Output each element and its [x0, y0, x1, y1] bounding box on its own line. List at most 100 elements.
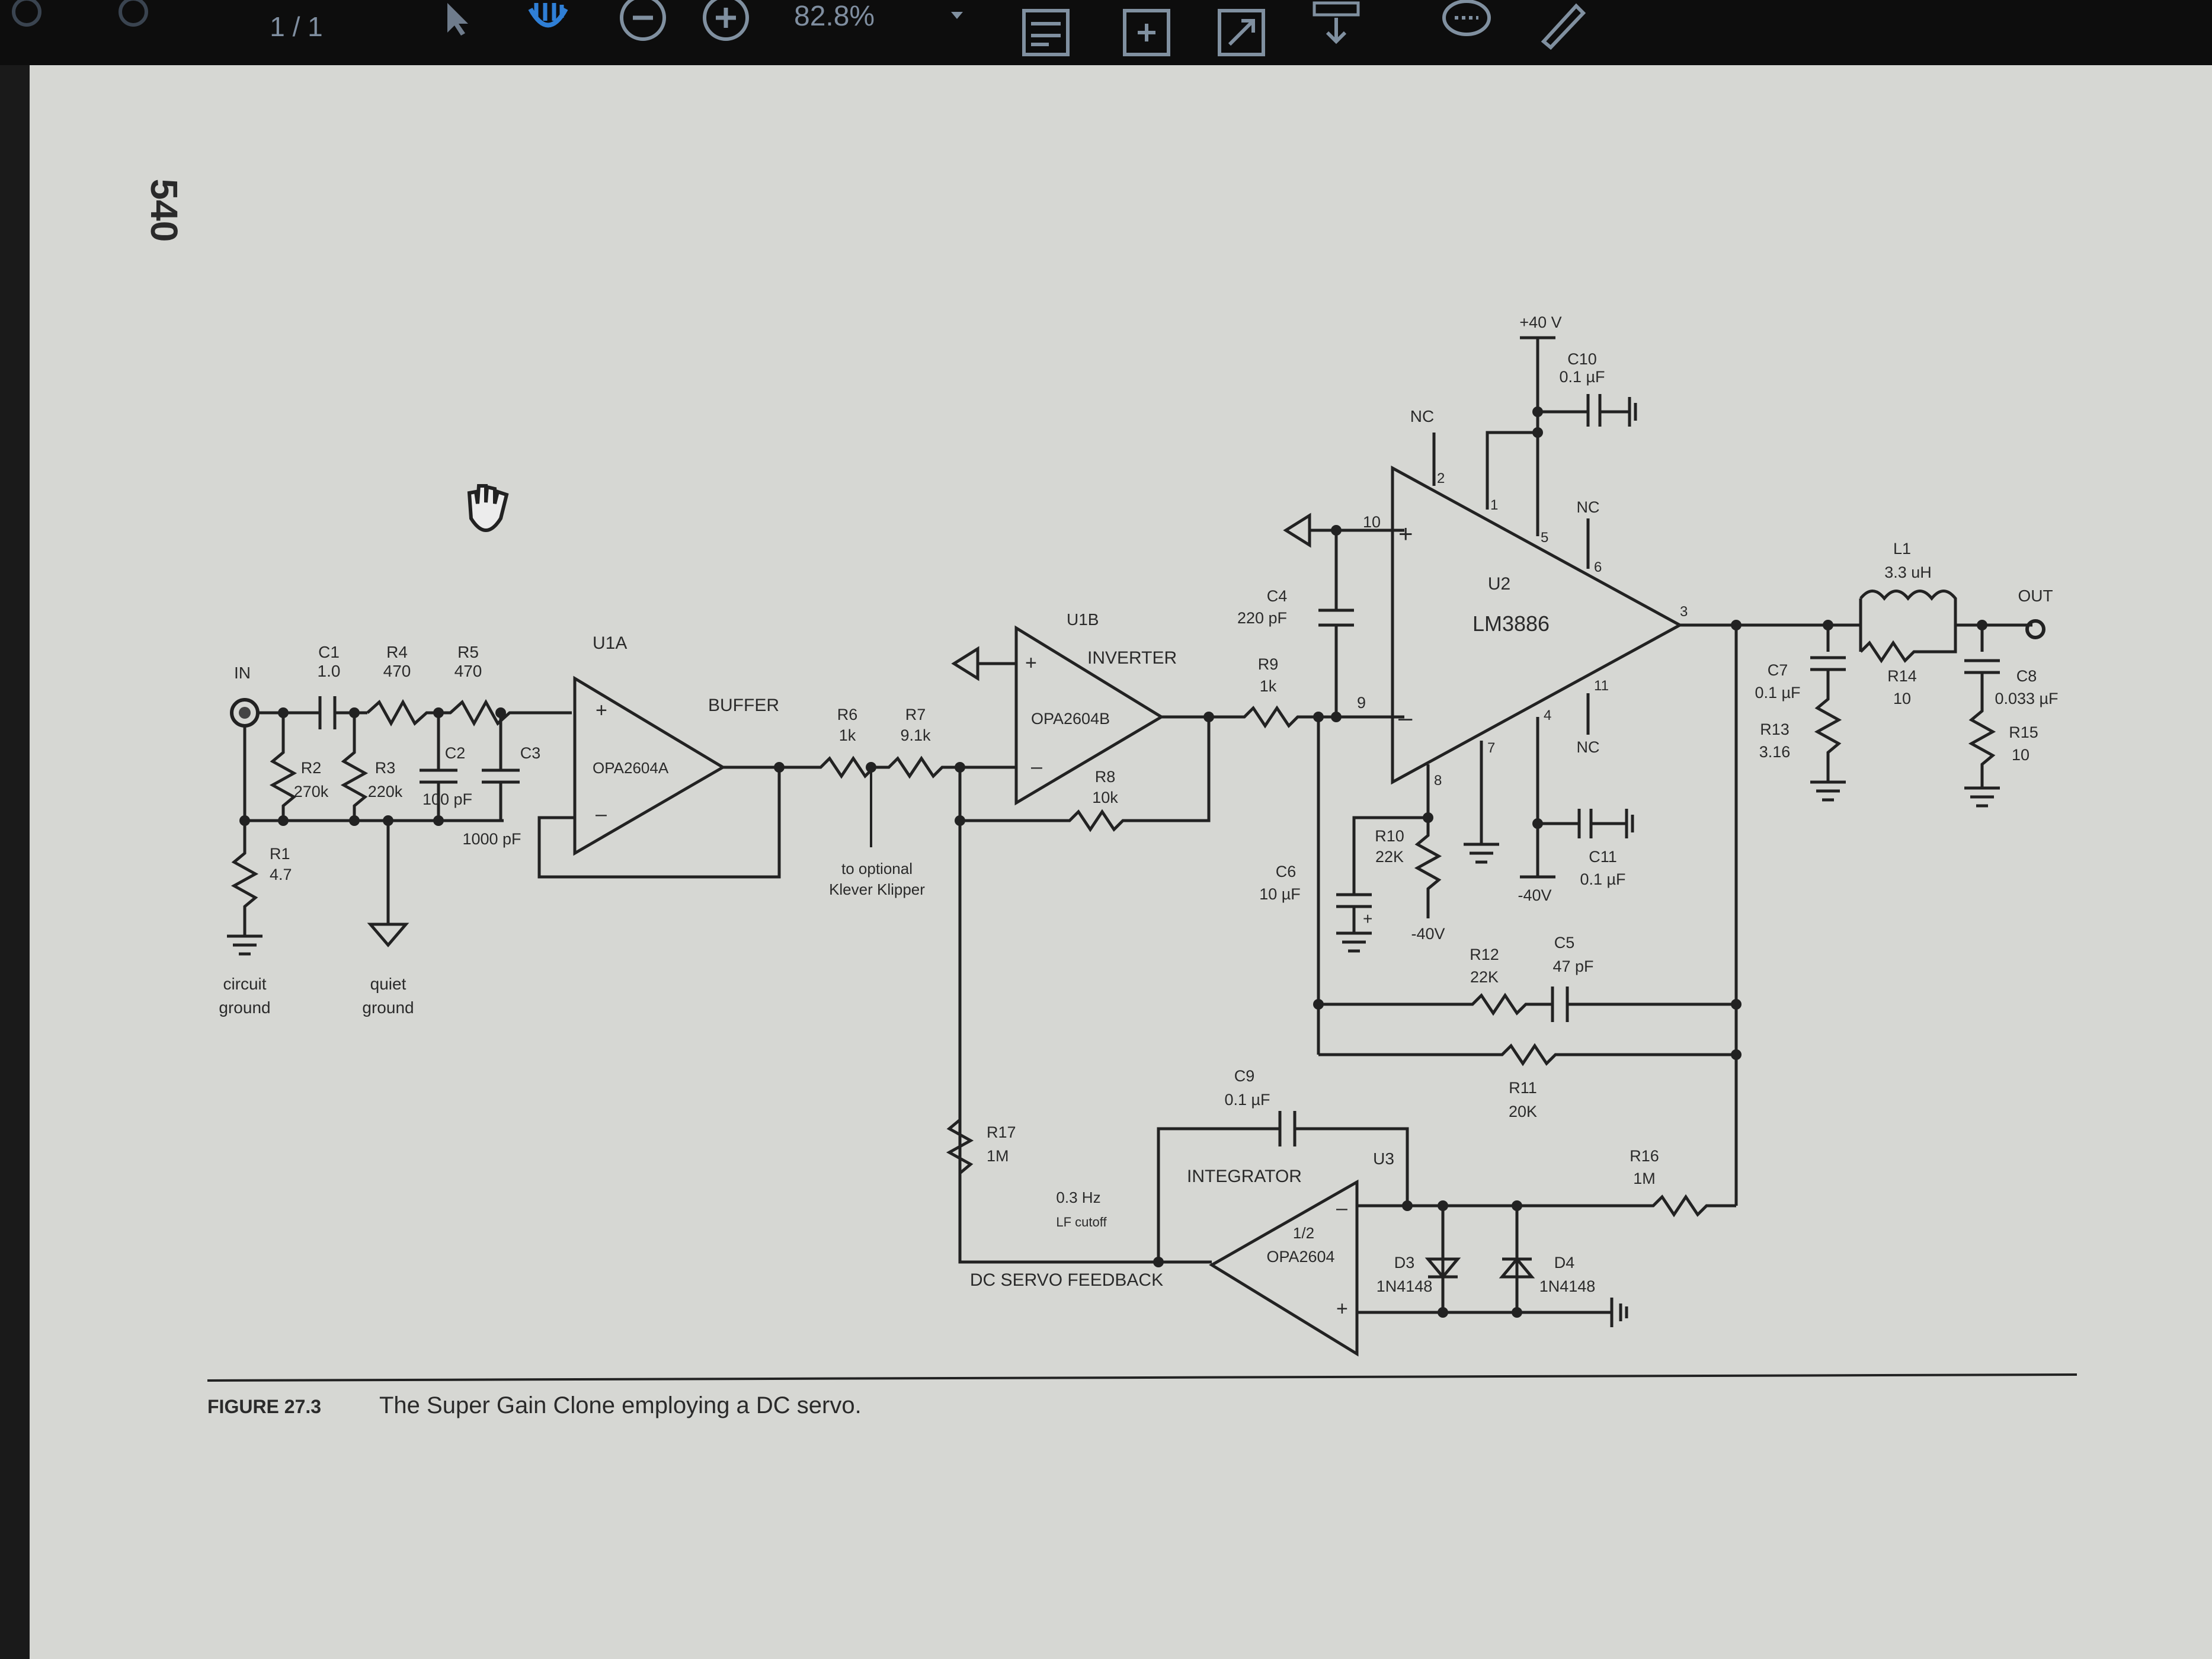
c8-value: 0.033 µF: [1995, 690, 2058, 707]
l1-label: L1: [1893, 540, 1911, 558]
r17-value: 1M: [987, 1147, 1009, 1165]
page-indicator[interactable]: 1 / 1: [270, 11, 323, 42]
c1-value: 1.0: [318, 662, 341, 680]
page-thumb-icon[interactable]: [107, 0, 160, 53]
c6-symbol: [1336, 871, 1372, 953]
r9-value: 1k: [1260, 677, 1277, 695]
pin-11: 11: [1594, 678, 1609, 694]
u1a-part: OPA2604A: [593, 759, 669, 777]
u3-part: 1/2: [1293, 1224, 1314, 1242]
pin7-ground-symbol: [1464, 741, 1499, 864]
r16-symbol: [1357, 1194, 1736, 1218]
pin-5: 5: [1541, 530, 1548, 546]
r11-value: 20K: [1509, 1103, 1537, 1120]
c5-label: C5: [1554, 934, 1575, 952]
fit-page-icon[interactable]: [1019, 6, 1073, 59]
c3-label: C3: [520, 744, 541, 762]
quiet-ground-label-2: ground: [362, 998, 414, 1017]
u1b-opamp: [1014, 625, 1164, 806]
minus40-label-c11: -40V: [1518, 886, 1551, 904]
sidebar-toggle-icon[interactable]: [0, 0, 53, 53]
c2-symbol: [420, 713, 457, 821]
hand-tool-icon[interactable]: [521, 0, 575, 53]
pin-2: 2: [1437, 470, 1445, 486]
fit-width-icon[interactable]: [1120, 6, 1173, 59]
u1a-minus: –: [596, 803, 607, 825]
fullscreen-icon[interactable]: [1215, 6, 1268, 59]
c9-symbol: [1157, 1111, 1409, 1262]
r17-symbol: [946, 1119, 1158, 1264]
r15-value: 10: [2012, 746, 2029, 764]
cutoff-note: LF cutoff: [1056, 1215, 1107, 1229]
plus40-label: +40 V: [1519, 313, 1561, 331]
r4-label: R4: [386, 643, 408, 661]
zoom-level[interactable]: 82.8%: [794, 1, 875, 32]
input-jack: [230, 698, 260, 728]
u2-ground-symbol: [1283, 513, 1404, 548]
c11-symbol: [1520, 717, 1634, 879]
pin-10: 10: [1363, 513, 1381, 531]
c1-symbol: [318, 696, 337, 729]
c5-value: 47 pF: [1552, 957, 1593, 975]
r12-label: R12: [1470, 946, 1499, 963]
r3-value: 220k: [368, 783, 403, 800]
r13-value: 3.16: [1759, 743, 1791, 761]
u1a-label: U1A: [593, 633, 627, 653]
c4-value: 220 pF: [1237, 609, 1287, 627]
c4-label: C4: [1267, 587, 1288, 605]
select-arrow-icon[interactable]: [427, 0, 480, 53]
r2-value: 270k: [294, 783, 329, 800]
u1b-part: OPA2604B: [1031, 710, 1110, 728]
pdf-toolbar: 1 / 1 82.8%: [0, 0, 2212, 65]
out-label: OUT: [2018, 587, 2053, 605]
d3-part: 1N4148: [1377, 1277, 1433, 1295]
zoom-dropdown-icon[interactable]: [930, 0, 984, 53]
r14-value: 10: [1893, 690, 1911, 707]
r10-symbol: [1352, 764, 1442, 918]
r13-label: R13: [1760, 720, 1790, 738]
document-page: [30, 65, 2212, 1659]
r1-symbol: [227, 821, 263, 956]
pin-3: 3: [1680, 604, 1688, 620]
nc-label-pin6: NC: [1577, 498, 1600, 516]
caption-rule: [207, 1373, 2077, 1382]
r7-label: R7: [905, 706, 926, 723]
figure-caption: The Super Gain Clone employing a DC serv…: [379, 1392, 862, 1418]
r6-value: 1k: [839, 726, 856, 744]
c8-label: C8: [2016, 667, 2037, 685]
c4-symbol: [1318, 530, 1354, 717]
r10-label: R10: [1375, 827, 1404, 845]
c3-symbol: [482, 713, 520, 821]
pin-7: 7: [1487, 740, 1495, 756]
u2-plus: +: [1398, 520, 1413, 547]
zoom-in-icon[interactable]: [699, 0, 753, 53]
r8-value: 10k: [1092, 789, 1118, 806]
output-terminal: [2025, 619, 2045, 639]
r15-label: R15: [2009, 723, 2038, 741]
u1a-plus: +: [596, 699, 607, 722]
d4-symbol: [1499, 1257, 1535, 1279]
kipper-note-2: Klever Klipper: [829, 880, 925, 898]
u1a-opamp: [573, 675, 726, 856]
circuit-ground-label: circuit: [223, 975, 266, 993]
r11-symbol: [1318, 1043, 1736, 1066]
u1b-label: U1B: [1067, 610, 1099, 629]
u3-label: U3: [1373, 1149, 1394, 1168]
c11-label: C11: [1589, 848, 1617, 866]
circuit-ground-label-2: ground: [219, 998, 270, 1017]
c10-value: 0.1 µF: [1559, 368, 1605, 386]
zoom-out-icon[interactable]: [616, 0, 670, 53]
c6-label: C6: [1276, 863, 1297, 880]
minus40-label-r10: -40V: [1411, 925, 1445, 943]
comment-icon[interactable]: [1440, 0, 1493, 53]
d4-label: D4: [1554, 1254, 1575, 1272]
c7-label: C7: [1768, 661, 1788, 679]
r6-r7-symbols: [779, 755, 1016, 779]
r1-value: 4.7: [270, 866, 292, 883]
r8-label: R8: [1095, 768, 1116, 786]
draw-icon[interactable]: [1535, 0, 1588, 53]
download-icon[interactable]: [1310, 0, 1363, 53]
c7-r13-symbols: [1810, 625, 1846, 802]
c1-label: C1: [318, 643, 340, 661]
